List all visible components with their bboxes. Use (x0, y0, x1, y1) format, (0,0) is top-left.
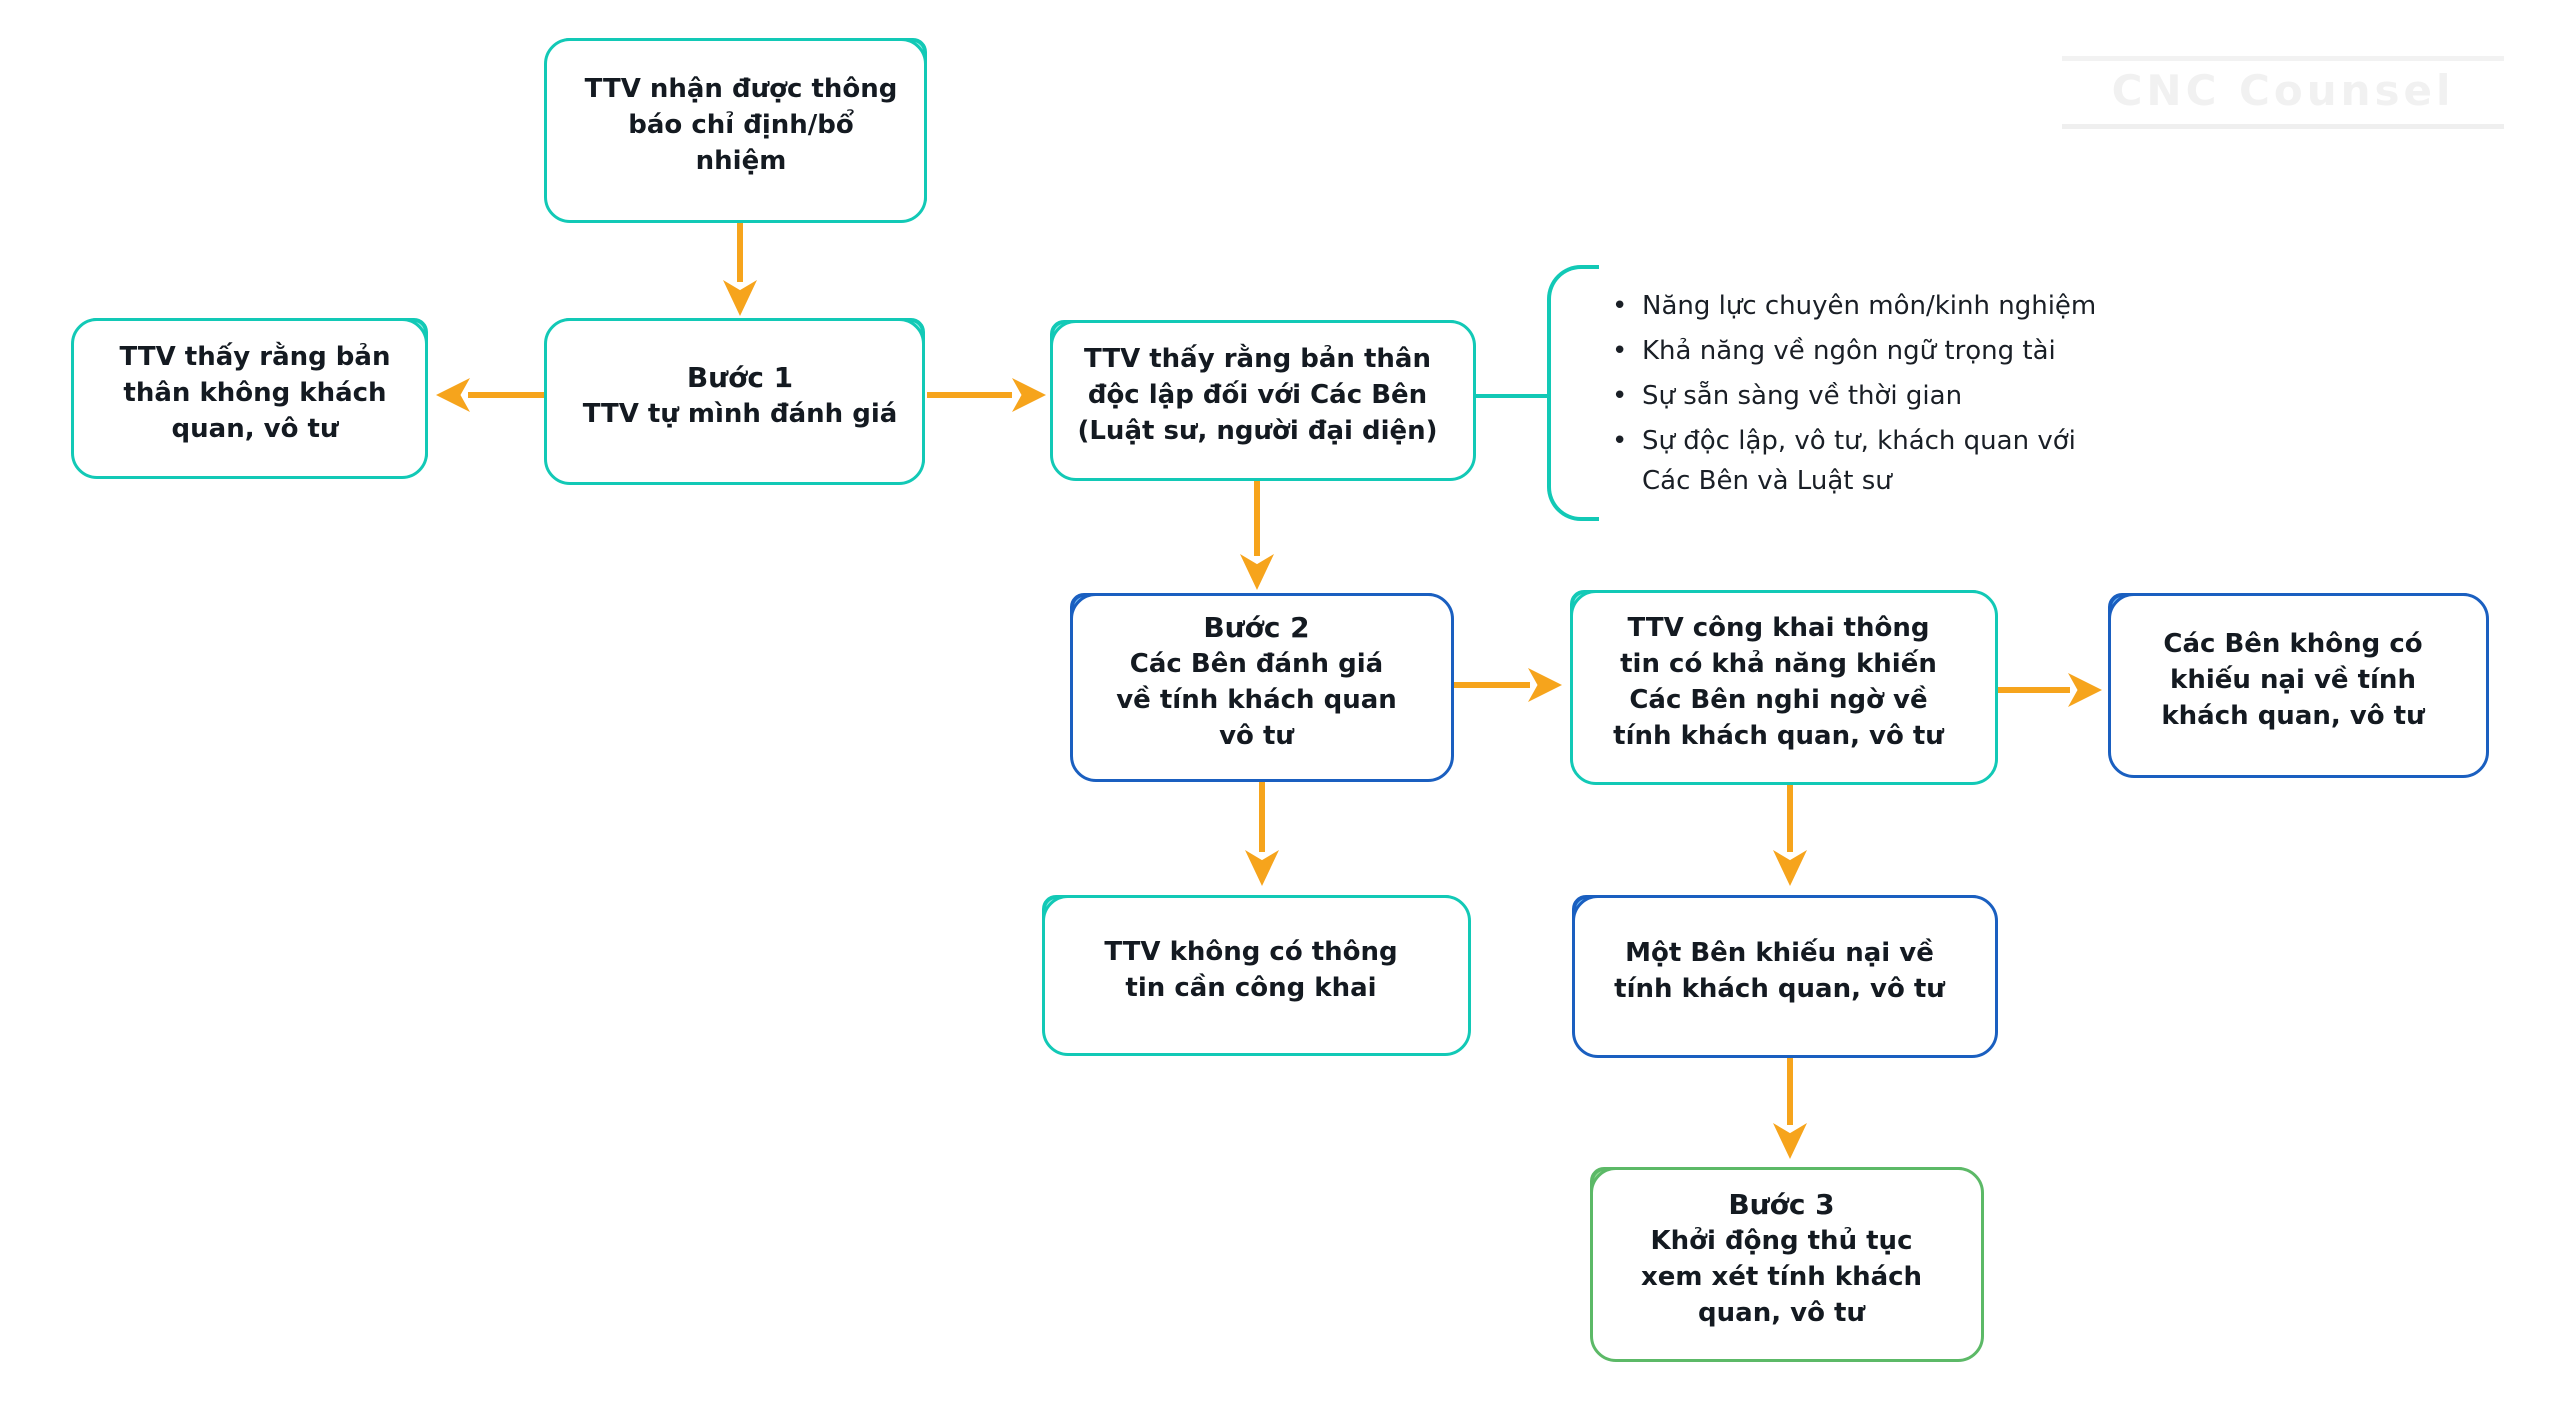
arrowhead-right-icon (1528, 668, 1562, 702)
node-step1-self-assessment: Bước 1 TTV tự mình đánh giá (544, 318, 925, 485)
brand-watermark: CNC Counsel (2062, 56, 2504, 129)
arrowhead-left-icon (436, 378, 470, 412)
bracket-icon (1547, 265, 1599, 521)
arrow-line (1991, 687, 2070, 693)
step-title: Bước 1 (686, 361, 794, 394)
arrow-line (737, 216, 743, 282)
arrowhead-down-icon (1773, 850, 1807, 886)
arrowhead-down-icon (1773, 1123, 1807, 1159)
node-notification-received: TTV nhận được thông báo chỉ định/bổ nhiệ… (544, 38, 927, 223)
arrow-line (468, 392, 555, 398)
arrowhead-right-icon (1012, 378, 1046, 412)
node-step2-parties-assess: Bước 2 Các Bên đánh giá về tính khách qu… (1070, 593, 1454, 782)
node-no-info-to-disclose: TTV không có thông tin cần công khai (1042, 895, 1471, 1056)
node-text: Các Bên đánh giá về tính khách quan vô t… (1116, 649, 1397, 751)
node-step3-review-procedure: Bước 3 Khởi động thủ tục xem xét tính kh… (1590, 1167, 1984, 1362)
node-text: Khởi động thủ tục xem xét tính khách qua… (1640, 1226, 1923, 1328)
node-party-complains: Một Bên khiếu nại về tính khách quan, vô… (1572, 895, 1998, 1058)
arrowhead-right-icon (2068, 673, 2102, 707)
arrowhead-down-icon (1245, 850, 1279, 886)
node-text: TTV thấy rằng bản thân độc lập đối với C… (1077, 344, 1438, 446)
node-not-impartial: TTV thấy rằng bản thân không khách quan,… (71, 318, 428, 479)
arrow-line (1787, 1051, 1793, 1125)
criteria-item: Sự độc lập, vô tư, khách quan với Các Bê… (1606, 421, 2266, 501)
node-no-complaint: Các Bên không có khiếu nại về tính khách… (2108, 593, 2489, 778)
node-text: Một Bên khiếu nại về tính khách quan, vô… (1614, 938, 1945, 1004)
arrow-line (1259, 775, 1265, 852)
arrowhead-down-icon (723, 280, 757, 316)
node-disclosure: TTV công khai thông tin có khả năng khiế… (1570, 590, 1998, 785)
criteria-item: Sự sẵn sàng về thời gian (1606, 376, 2266, 416)
arrow-line (1447, 682, 1530, 688)
node-text: TTV tự mình đánh giá (582, 399, 898, 429)
node-text: TTV thấy rằng bản thân không khách quan,… (119, 342, 391, 444)
arrow-line (1787, 778, 1793, 852)
step-title: Bước 2 (1203, 611, 1310, 644)
arrowhead-down-icon (1240, 554, 1274, 590)
node-text: TTV công khai thông tin có khả năng khiế… (1613, 613, 1944, 751)
node-independent: TTV thấy rằng bản thân độc lập đối với C… (1050, 320, 1476, 481)
node-text: TTV nhận được thông báo chỉ định/bổ nhiệ… (584, 74, 898, 176)
criteria-item: Năng lực chuyên môn/kinh nghiệm (1606, 286, 2266, 326)
node-text: TTV không có thông tin cần công khai (1104, 937, 1398, 1003)
step-title: Bước 3 (1728, 1188, 1835, 1221)
criteria-item: Khả năng về ngôn ngữ trọng tài (1606, 331, 2266, 371)
connector-line (1465, 394, 1547, 398)
criteria-list: Năng lực chuyên môn/kinh nghiệm Khả năng… (1606, 286, 2266, 506)
node-text: Các Bên không có khiếu nại về tính khách… (2161, 629, 2425, 731)
arrow-line (1254, 478, 1260, 556)
arrow-line (927, 392, 1012, 398)
